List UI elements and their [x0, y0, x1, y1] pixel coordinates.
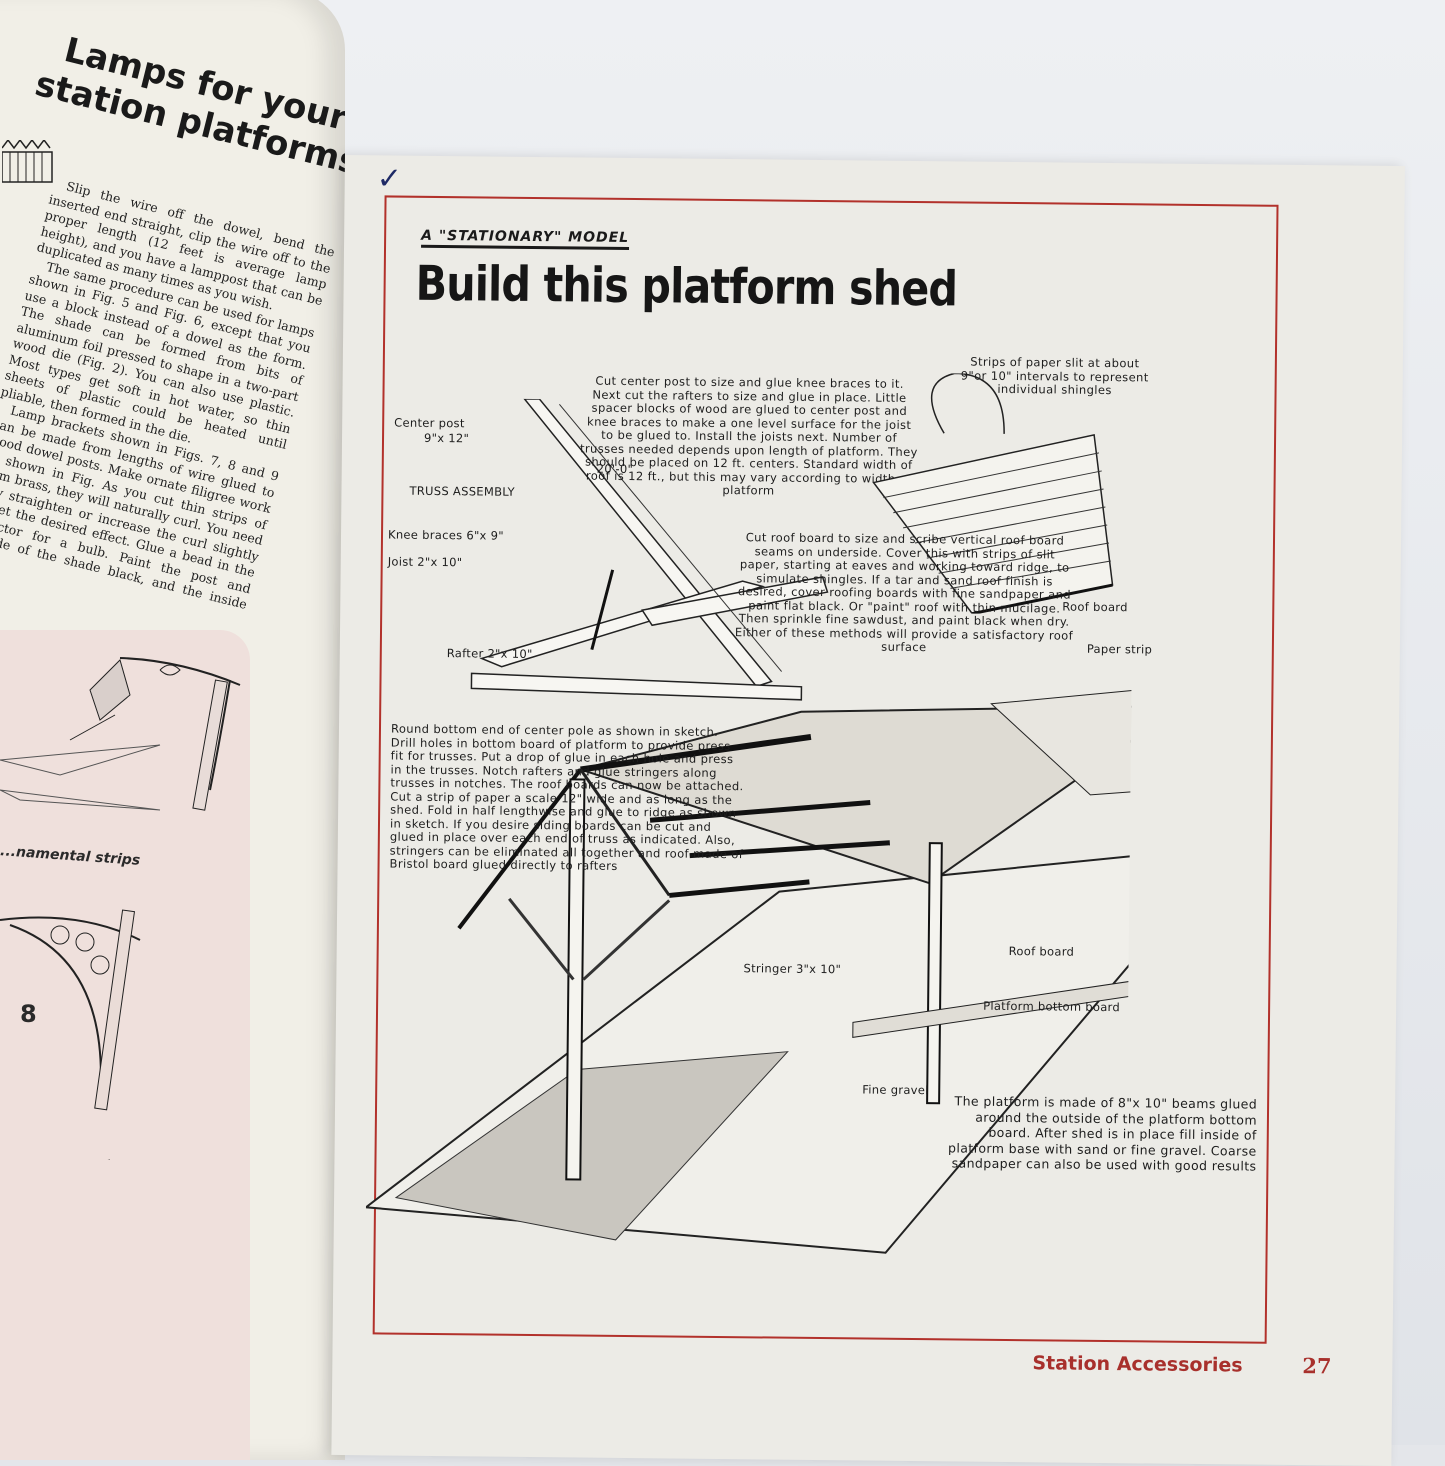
shingle-caption: Strips of paper slit at about 9"or 10" i…	[960, 354, 1149, 398]
article-headline: Build this platform shed	[415, 255, 958, 318]
handwritten-check-mark: ✓	[376, 161, 403, 197]
left-article-title: Lamps for your station platforms	[31, 30, 345, 185]
article-kicker: A "STATIONARY" MODEL	[421, 227, 630, 250]
label-stringer: Stringer 3"x 10"	[743, 961, 842, 977]
label-center-post-size: 9"x 12"	[423, 430, 470, 446]
assembly-instructions: Round bottom end of center pole as shown…	[389, 721, 744, 873]
truss-assembly-title: TRUSS ASSEMBLY	[409, 483, 515, 499]
label-joist: Joist 2"x 10"	[387, 554, 463, 570]
figure-number: 8	[20, 1000, 37, 1028]
platform-shed-illustration	[365, 637, 1132, 1285]
truss-assembly-illustration	[441, 398, 905, 743]
article-frame: A "STATIONARY" MODEL Build this platform…	[373, 195, 1279, 1344]
roof-instructions: Cut roof board to size and scribe vertic…	[734, 530, 1074, 655]
left-page: Lamps for your station platforms Slip th…	[0, 0, 345, 1460]
right-page: ✓ A "STATIONARY" MODEL Build this platfo…	[331, 155, 1405, 1466]
lamp-bracket-illustration-icon	[0, 640, 260, 811]
label-knee-braces: Knee braces 6"x 9"	[387, 527, 504, 543]
ornate-bracket-illustration-icon	[0, 909, 200, 1160]
label-center-post: Center post	[394, 415, 465, 431]
label-platform-bottom-board: Platform bottom board	[983, 998, 1121, 1015]
page-number: 27	[1302, 1353, 1332, 1379]
fence-illustration-icon	[2, 140, 53, 183]
lamp-figures-panel	[0, 630, 250, 1460]
shingle-roof-illustration	[852, 372, 1134, 615]
label-dimension-20ft: 20'-0"	[596, 461, 634, 477]
label-fine-gravel: Fine gravel	[862, 1082, 929, 1098]
platform-instructions: The platform is made of 8"x 10" beams gl…	[947, 1093, 1258, 1174]
section-name: Station Accessories	[1032, 1352, 1243, 1377]
left-article-body: Slip the wire off the dowel, bend the in…	[0, 175, 336, 629]
label-roof-board: Roof board	[1008, 943, 1075, 959]
